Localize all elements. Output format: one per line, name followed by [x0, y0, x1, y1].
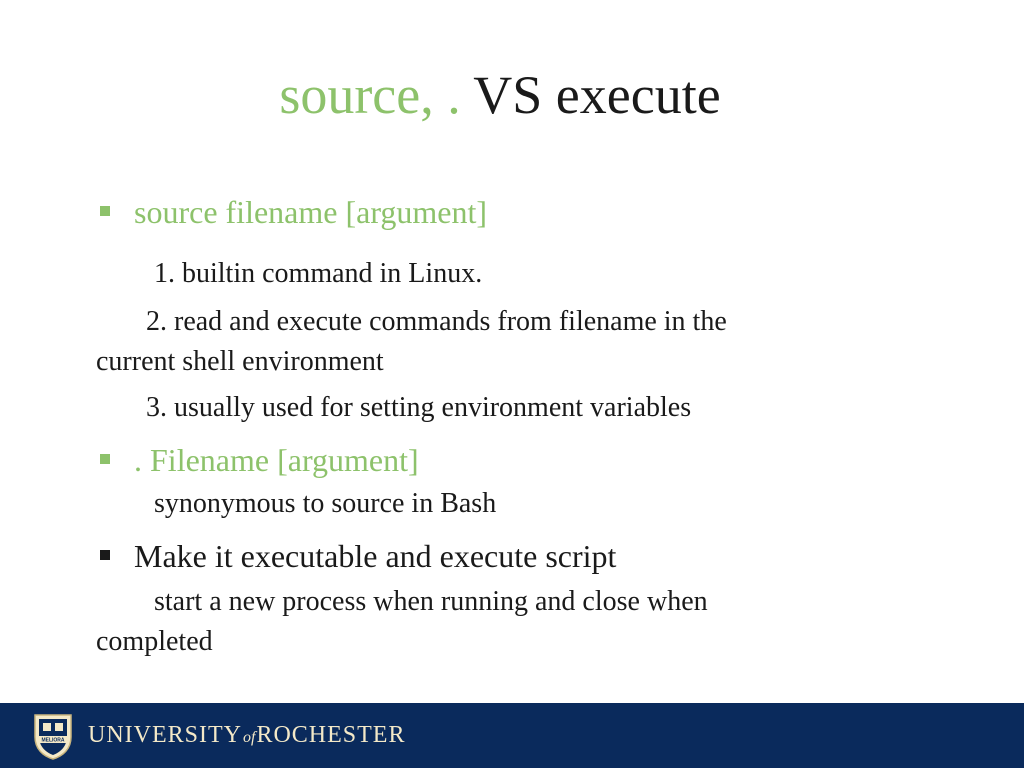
university-wordmark: UNIVERSITYofROCHESTER [88, 720, 405, 753]
sub-text-continued: completed [96, 626, 213, 657]
square-bullet-icon [100, 550, 110, 560]
sub-text: synonymous to source in Bash [154, 488, 497, 519]
sub-text: 2. read and execute commands from filena… [146, 306, 727, 337]
sub-line: 3. usually used for setting environment … [96, 388, 876, 428]
sub-text: 3. usually used for setting environment … [146, 392, 692, 423]
wordmark-of: of [243, 729, 256, 746]
wordmark-university: UNIVERSITY [88, 722, 242, 748]
sub-line: 2. read and execute commands from filena… [96, 302, 876, 382]
bullet-source: source filename [argument] [96, 190, 876, 234]
sub-line: 1. builtin command in Linux. [96, 254, 876, 294]
bullet-label: Make it executable and execute script [134, 538, 617, 574]
square-bullet-icon [100, 454, 110, 464]
square-bullet-icon [100, 206, 110, 216]
title-dark-part: VS execute [460, 65, 721, 125]
bullet-execute: Make it executable and execute script [96, 534, 876, 578]
wordmark-rochester: ROCHESTER [256, 722, 406, 748]
bullet-label: . Filename [argument] [134, 442, 419, 478]
sub-text: start a new process when running and clo… [154, 586, 708, 617]
svg-text:MELIORA: MELIORA [41, 738, 64, 744]
bullet-label: source filename [argument] [134, 194, 488, 230]
sub-text: 1. builtin command in Linux. [154, 258, 483, 289]
title-green-part: source, . [279, 65, 461, 125]
slide-body: source filename [argument] 1. builtin co… [96, 190, 876, 662]
sub-line: synonymous to source in Bash [96, 484, 876, 524]
slide-title: source, . VS execute [0, 60, 1000, 130]
sub-text-continued: current shell environment [96, 346, 384, 377]
sub-line: start a new process when running and clo… [96, 582, 876, 662]
university-seal-icon: MELIORA [34, 714, 72, 760]
footer-bar: MELIORA UNIVERSITYofROCHESTER [0, 703, 1024, 768]
bullet-dot-filename: . Filename [argument] [96, 438, 876, 482]
